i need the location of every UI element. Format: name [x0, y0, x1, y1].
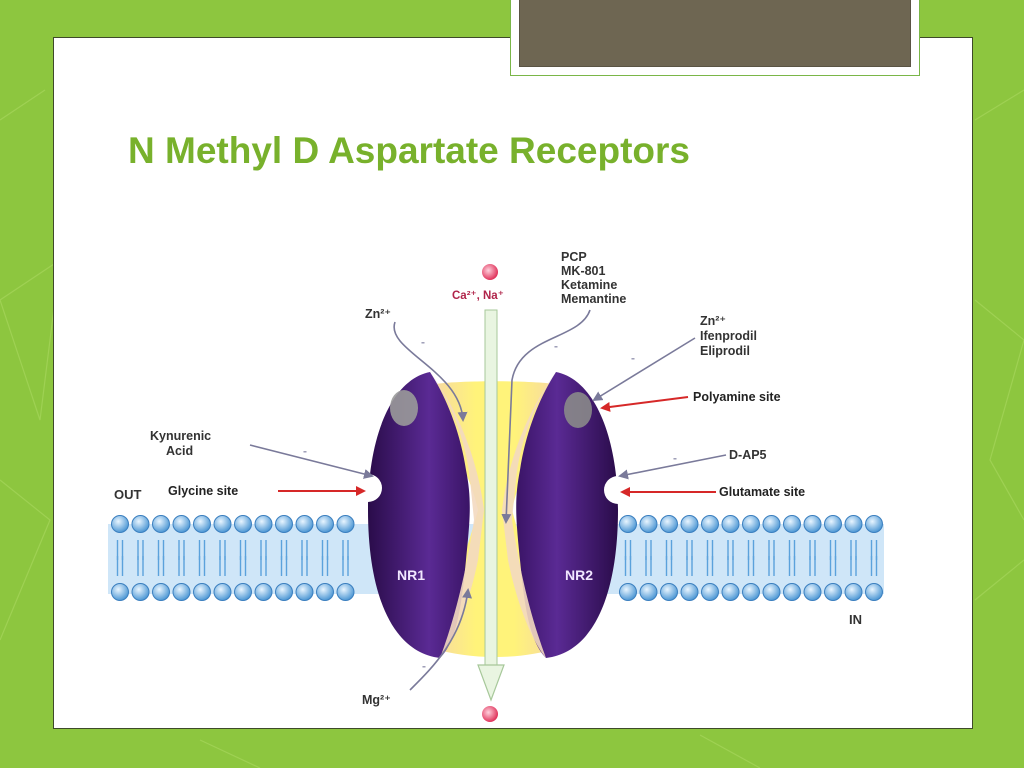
kynurenic-label-line1: Kynurenic	[150, 429, 211, 443]
polyamine-site-arrow	[600, 396, 689, 412]
modulator-ifenprodil: Ifenprodil	[700, 329, 757, 343]
lipid-head	[762, 515, 781, 533]
modulator-zn: Zn²⁺	[700, 314, 726, 328]
lipid-head	[660, 515, 678, 533]
ion-label: Ca²⁺, Na⁺	[452, 290, 504, 302]
lipid-head	[275, 583, 293, 601]
out-label: OUT	[114, 487, 142, 502]
lipid-head	[639, 583, 658, 601]
lipid-head	[111, 583, 129, 601]
mg-arrow	[409, 588, 473, 691]
zn-left-arrow	[393, 321, 468, 422]
lipid-head	[619, 515, 637, 533]
nr1-label: NR1	[397, 567, 425, 583]
lipid-head	[680, 583, 699, 601]
lipid-head	[660, 583, 678, 601]
dap5-arrow	[618, 454, 727, 480]
lipid-head	[742, 515, 760, 533]
lipid-head	[762, 583, 781, 601]
lipid-head	[111, 515, 129, 533]
slide-tab	[510, 0, 920, 76]
modulator-eliprodil: Eliprodil	[700, 344, 750, 358]
zn-left-minus: -	[421, 335, 425, 349]
lipid-head	[803, 515, 822, 533]
lipid-head	[213, 515, 232, 533]
lipid-head	[254, 583, 273, 601]
lipid-head	[865, 515, 883, 533]
lipid-head	[721, 583, 740, 601]
lipid-head	[783, 583, 801, 601]
mg-minus: -	[422, 659, 426, 673]
ion-flow-arrow	[477, 309, 505, 702]
nr1-polyamine-bump	[390, 390, 418, 426]
lipid-head	[152, 583, 170, 601]
blocker-pcp: PCP	[561, 250, 587, 264]
mg-label: Mg²⁺	[362, 693, 391, 707]
dap5-label: D-AP5	[729, 448, 767, 462]
glycine-site-label: Glycine site	[168, 484, 238, 498]
blocker-ketamine: Ketamine	[561, 278, 617, 292]
glycine-binding-notch	[354, 474, 382, 502]
lipid-head	[824, 515, 842, 533]
nr1-inner-face	[430, 372, 484, 658]
lipid-head	[336, 515, 355, 533]
lipid-head	[783, 515, 801, 533]
lipid-head	[721, 515, 740, 533]
blocker-arrow	[501, 309, 591, 524]
lipid-head	[701, 583, 719, 601]
nr1-subunit	[368, 372, 470, 658]
nr2-polyamine-bump	[564, 392, 592, 428]
lipid-head	[844, 515, 863, 533]
lipid-head	[865, 583, 883, 601]
lipid-head	[701, 515, 719, 533]
lipid-head	[336, 583, 355, 601]
lipid-head	[844, 583, 863, 601]
lipid-head	[131, 583, 150, 601]
lipid-head	[824, 583, 842, 601]
dap5-minus: -	[673, 451, 677, 465]
lipid-head	[254, 515, 273, 533]
lipid-head	[316, 515, 334, 533]
lipid-head	[152, 515, 170, 533]
lipid-head	[295, 515, 314, 533]
lipid-head	[316, 583, 334, 601]
lipid-head	[639, 515, 658, 533]
nr2-label: NR2	[565, 567, 593, 583]
slide-tab-fill	[519, 0, 911, 67]
lipid-head	[131, 515, 150, 533]
lipid-head	[680, 515, 699, 533]
lipid-head	[234, 515, 252, 533]
blocker-mk801: MK-801	[561, 264, 606, 278]
blocker-minus: -	[554, 339, 558, 353]
kynurenic-arrow	[249, 444, 374, 479]
lipid-head	[619, 583, 637, 601]
lipid-head	[172, 515, 191, 533]
lipid-head	[193, 515, 211, 533]
lipid-head	[234, 583, 252, 601]
zn-left-label: Zn²⁺	[365, 307, 391, 321]
glutamate-site-label: Glutamate site	[719, 485, 805, 499]
lipid-head	[742, 583, 760, 601]
slide-title: N Methyl D Aspartate Receptors	[128, 130, 690, 171]
polyamine-site-label: Polyamine site	[693, 390, 781, 404]
lipid-head	[193, 583, 211, 601]
nr2-modulator-minus: -	[631, 351, 635, 365]
nr2-inner-face	[502, 372, 556, 658]
glutamate-binding-notch	[604, 476, 632, 504]
kynurenic-label-line2: Acid	[166, 444, 193, 458]
in-label: IN	[849, 612, 862, 627]
blocker-memantine: Memantine	[561, 292, 626, 306]
lipid-head	[213, 583, 232, 601]
ion-top	[482, 264, 498, 280]
lipid-head	[275, 515, 293, 533]
kynurenic-minus: -	[303, 444, 307, 458]
lipid-head	[295, 583, 314, 601]
ion-bottom	[482, 706, 498, 722]
lipid-head	[803, 583, 822, 601]
lipid-head	[172, 583, 191, 601]
nr2-modulator-arrow	[592, 337, 696, 402]
nr2-subunit	[516, 372, 618, 658]
